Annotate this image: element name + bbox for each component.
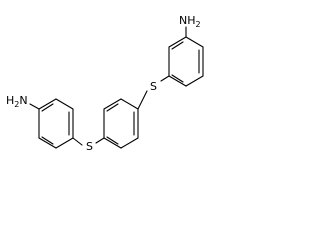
molecule-structure: NH2 H2N S S [6,14,204,153]
amine-left-label: H2N [6,94,28,109]
ring-left [38,98,74,149]
double-bond [171,74,184,83]
bond [185,36,204,48]
bond [38,98,57,110]
bond-ring-s-right [160,75,170,82]
bond [168,36,187,48]
double-bond [106,136,119,145]
bond [103,137,122,149]
double-bond [41,136,54,145]
bond-s-left-ring [72,137,83,146]
double-bond [171,41,184,50]
bond [55,98,74,110]
bond [168,75,187,87]
bond [38,137,57,149]
amine-top-label: NH2 [179,14,201,29]
sulfur-left-label: S [86,140,93,153]
bond [120,137,139,149]
ring-middle [103,98,139,149]
ring-top-right [168,36,204,87]
bond [185,75,204,87]
bond-s-right-ring [137,90,148,110]
sulfur-right-label: S [150,80,157,93]
double-bond [106,103,119,112]
bond [120,98,139,110]
bond-n-left-ring [29,103,40,110]
bond-ring-s-left [95,137,105,144]
bond [103,98,122,110]
bond [55,137,74,149]
double-bond [41,103,54,112]
